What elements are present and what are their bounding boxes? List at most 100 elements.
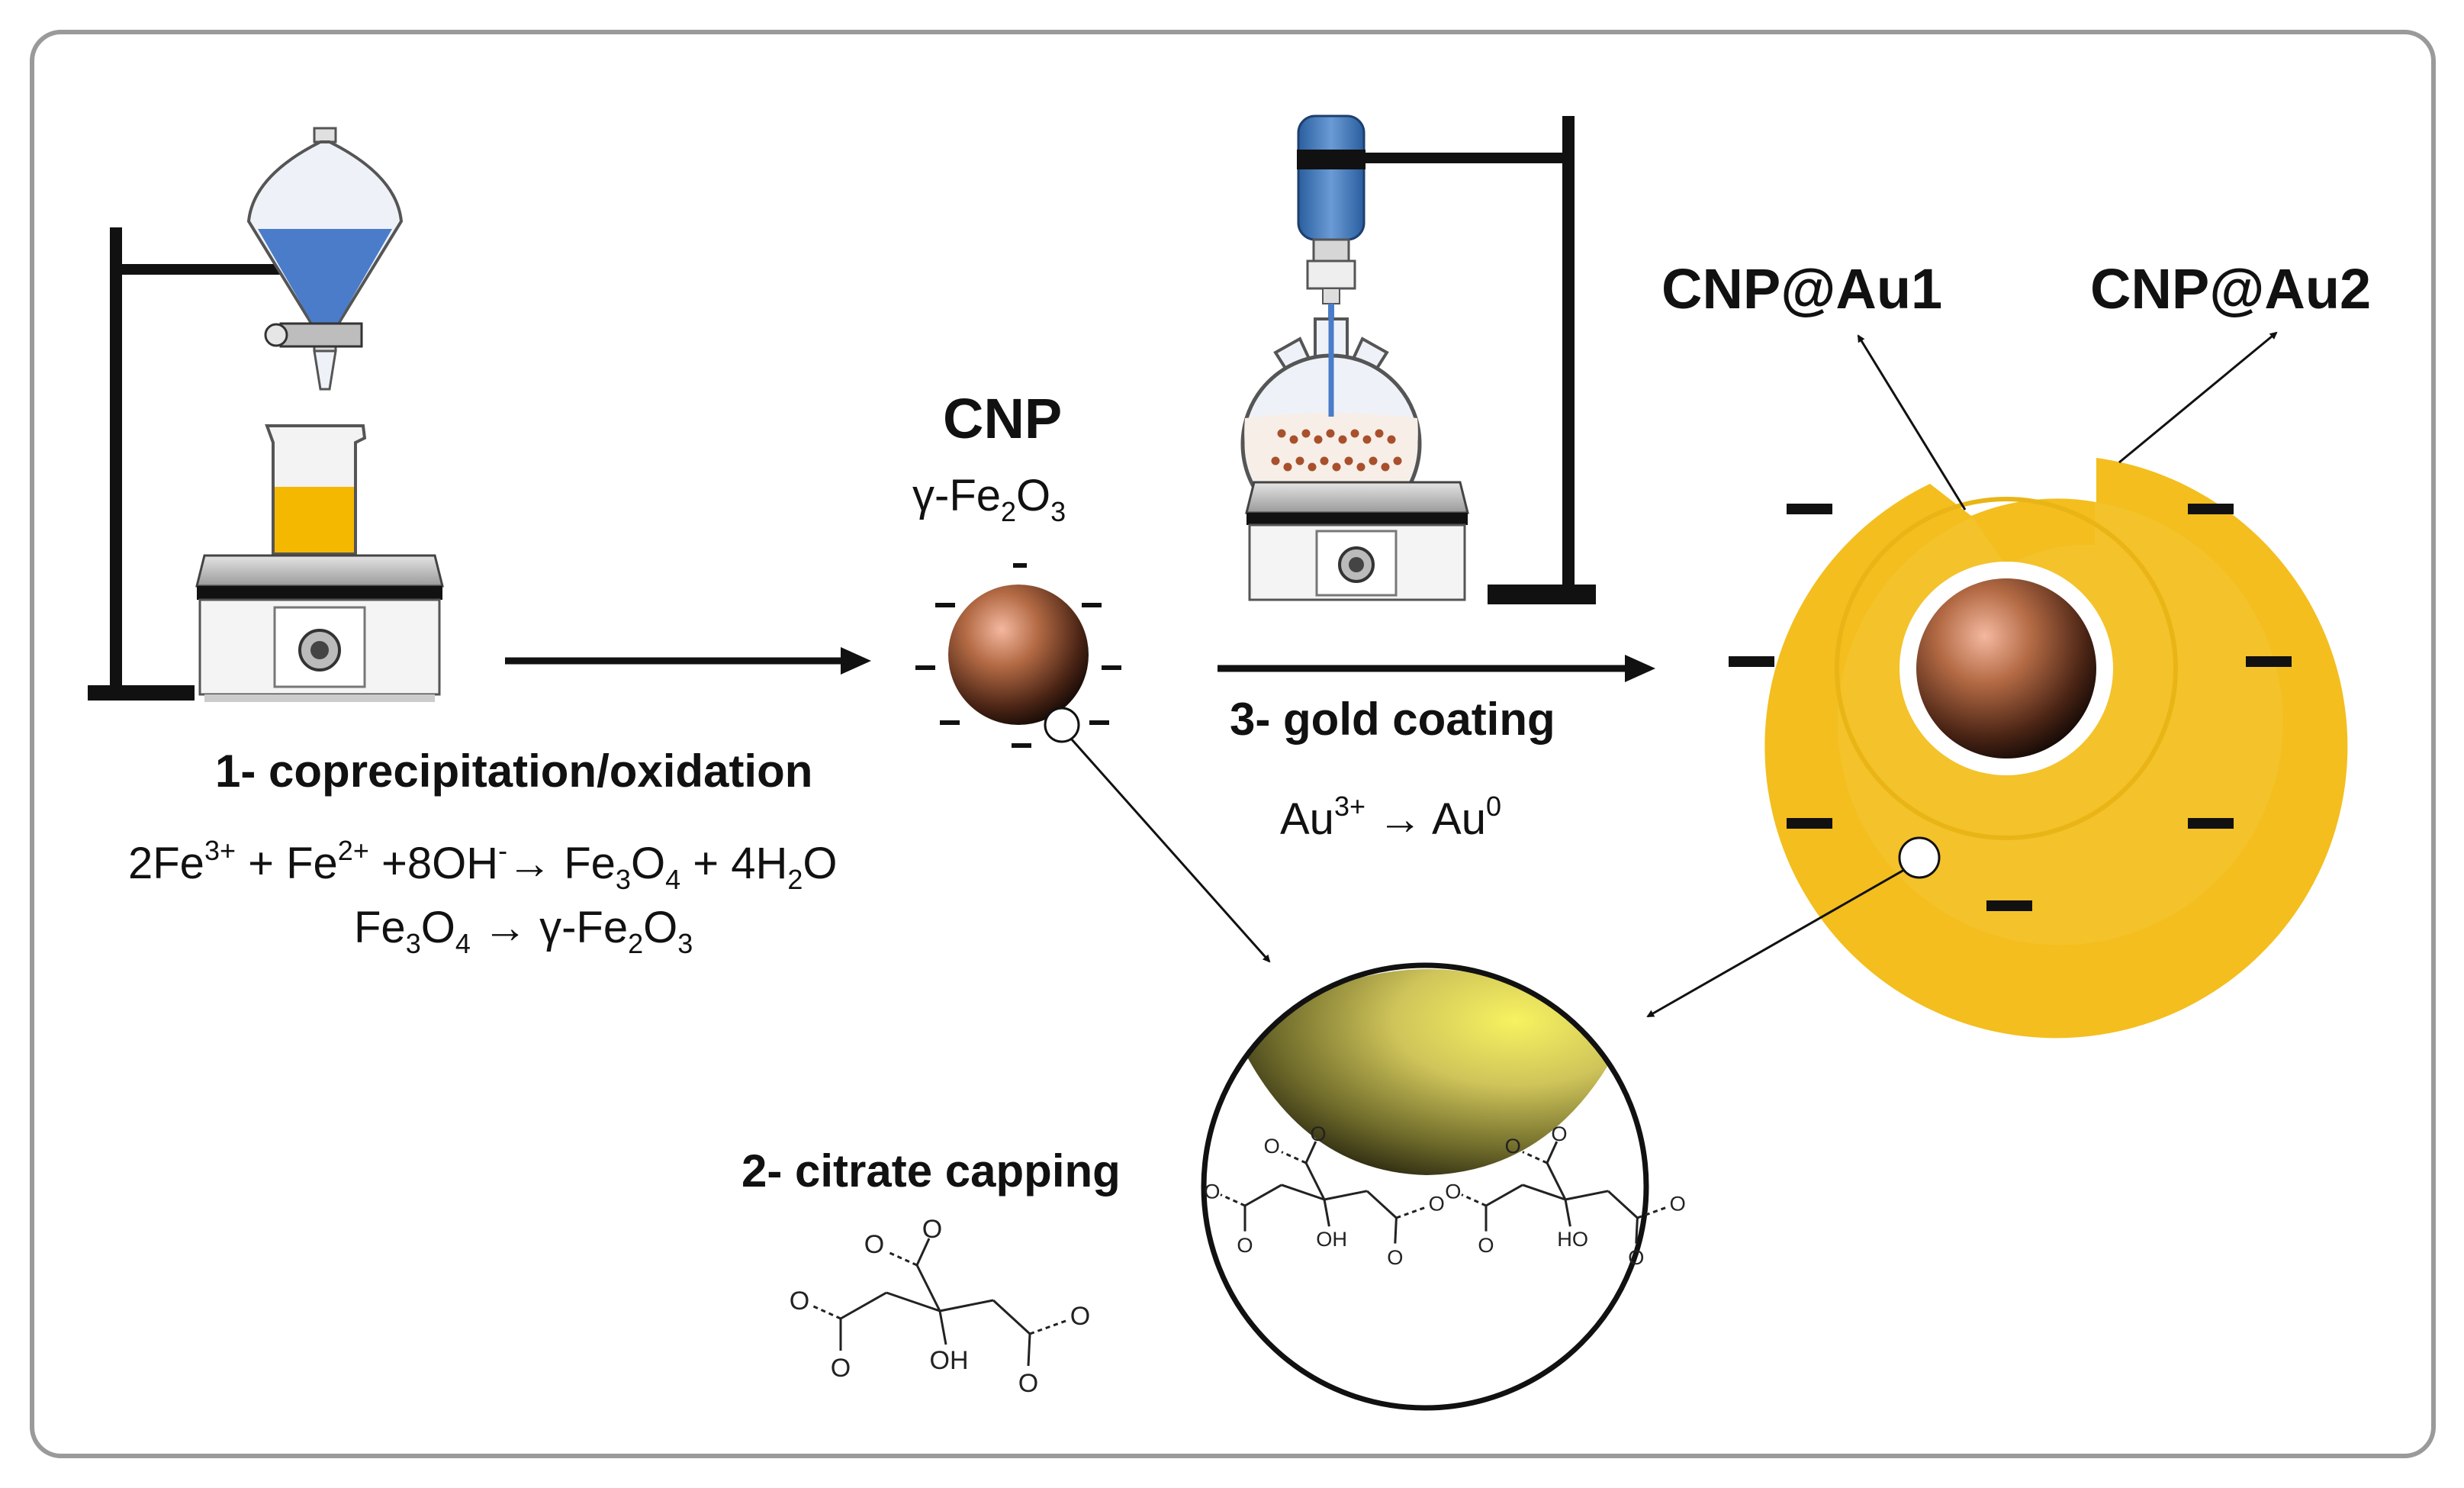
citrate-bond: [1636, 1206, 1668, 1219]
flask-particle: [1375, 429, 1384, 438]
citrate-bond: [809, 1303, 841, 1320]
cnp-zoom-marker: [1044, 707, 1080, 743]
citrate-bond: [1281, 1151, 1307, 1164]
flask-particle: [1356, 462, 1365, 472]
flask-particle: [1271, 456, 1280, 465]
citrate-bond: [1522, 1151, 1548, 1164]
flask-particle: [1301, 429, 1311, 438]
au-core: [1916, 578, 2096, 758]
citrate-bond: [1324, 1190, 1368, 1201]
flask-particle: [1381, 462, 1390, 472]
flask-particle: [1344, 456, 1353, 465]
gold-coating-setup: [1240, 114, 1596, 604]
citrate-bond: [1564, 1199, 1571, 1227]
stopcock: [279, 322, 363, 348]
right-stand-arm: [1350, 153, 1571, 163]
stirrer-motor: [1297, 114, 1365, 241]
flask-particle: [1332, 462, 1341, 472]
citrate-bond: [1607, 1190, 1639, 1219]
gold-reduction: Au3+ → Au0: [1280, 791, 1502, 844]
citrate-oxygen: O: [1204, 1179, 1220, 1203]
cnp-au1-label: CNP@Au1: [1661, 257, 1943, 320]
citrate-bond: [1395, 1206, 1427, 1219]
citrate-bond: [1461, 1193, 1487, 1207]
beaker-liquid: [275, 487, 354, 552]
flask-particle: [1393, 456, 1402, 465]
citrate-hydroxyl: OH: [930, 1346, 969, 1375]
flask-particle: [1350, 429, 1359, 438]
citrate-oxygen: O: [790, 1287, 809, 1316]
flask-particle: [1277, 429, 1286, 438]
citrate-bond: [1304, 1162, 1326, 1200]
cnp-au-particle: [1729, 458, 2348, 1039]
equation-coprecipitation: 2Fe3+ + Fe2+ +8OH-→ Fe3O4 + 4H2O: [128, 835, 838, 895]
citrate-bond: [1394, 1217, 1398, 1244]
cnp-title: CNP: [943, 387, 1063, 450]
flask-particle: [1308, 462, 1317, 472]
zoom-pointer-cnp: [1070, 738, 1271, 963]
funnel-liquid: [258, 229, 392, 327]
citrate-oxygen: O: [864, 1230, 884, 1259]
citrate-bond: [886, 1291, 941, 1312]
citrate-oxygen: O: [831, 1354, 851, 1383]
cnp-au2-label: CNP@Au2: [2090, 257, 2372, 320]
flask-particle: [1387, 435, 1396, 444]
citrate-bond: [1304, 1141, 1317, 1164]
citrate-oxygen: O: [1070, 1302, 1090, 1331]
flask-particle: [1326, 429, 1335, 438]
pointer-au1: [1857, 334, 1967, 510]
citrate-bond: [938, 1310, 947, 1345]
citrate-bond: [1485, 1184, 1523, 1207]
right-stand-rod: [1562, 116, 1575, 594]
citrate-oxygen: O: [1429, 1191, 1445, 1215]
right-stand-base: [1488, 585, 1596, 604]
citrate-bond: [915, 1238, 931, 1266]
citrate-oxygen: O: [1628, 1245, 1644, 1269]
citrate-bond: [886, 1250, 918, 1267]
hot-plate-top: [195, 554, 444, 588]
citrate-oxygen: O: [1551, 1122, 1567, 1145]
citrate-oxygen: O: [922, 1215, 942, 1244]
citrate-oxygen: O: [1505, 1134, 1521, 1158]
flask-particle: [1369, 456, 1378, 465]
left-stand-base: [88, 685, 195, 701]
step3-label: 3- gold coating: [1230, 694, 1555, 745]
citrate-bond: [939, 1299, 994, 1312]
flask-particle: [1314, 435, 1323, 444]
citrate-bond: [1546, 1162, 1567, 1200]
citrate-bond: [1027, 1333, 1031, 1367]
zoom-pointer-au: [1646, 868, 1905, 1018]
zoom-view: [1201, 962, 1649, 1411]
flask-particle: [1338, 435, 1347, 444]
citrate-oxygen: O: [1670, 1191, 1686, 1215]
citrate-oxygen: O: [1237, 1233, 1253, 1257]
citrate-oxygen: O: [1264, 1134, 1280, 1158]
citrate-oxygen: O: [1310, 1122, 1326, 1145]
citrate-bond: [1029, 1319, 1069, 1335]
citrate-bond: [1244, 1184, 1282, 1207]
citrate-bond: [992, 1299, 1031, 1335]
flask-particle: [1283, 462, 1292, 472]
citrate-bond: [1635, 1217, 1639, 1244]
citrate-bond: [1323, 1199, 1330, 1227]
pointer-au2: [2118, 331, 2278, 464]
citrate-bond: [1522, 1184, 1566, 1201]
citrate-hydroxyl: HO: [1557, 1227, 1588, 1251]
cnp-particle: [915, 563, 1121, 748]
citrate-bond: [1220, 1193, 1246, 1207]
flask-particle: [1362, 435, 1372, 444]
flask-particle: [1320, 456, 1329, 465]
separatory-funnel-setup: [88, 127, 444, 702]
cnp-formula: γ-Fe2O3: [912, 471, 1066, 527]
citrate-oxygen: O: [1445, 1179, 1461, 1203]
citrate-bond: [840, 1291, 887, 1320]
zoom-circle: [1201, 962, 1649, 1411]
citrate-oxygen: O: [1387, 1245, 1403, 1269]
citrate-bond: [1281, 1184, 1325, 1201]
citrate-bond: [1546, 1141, 1558, 1164]
